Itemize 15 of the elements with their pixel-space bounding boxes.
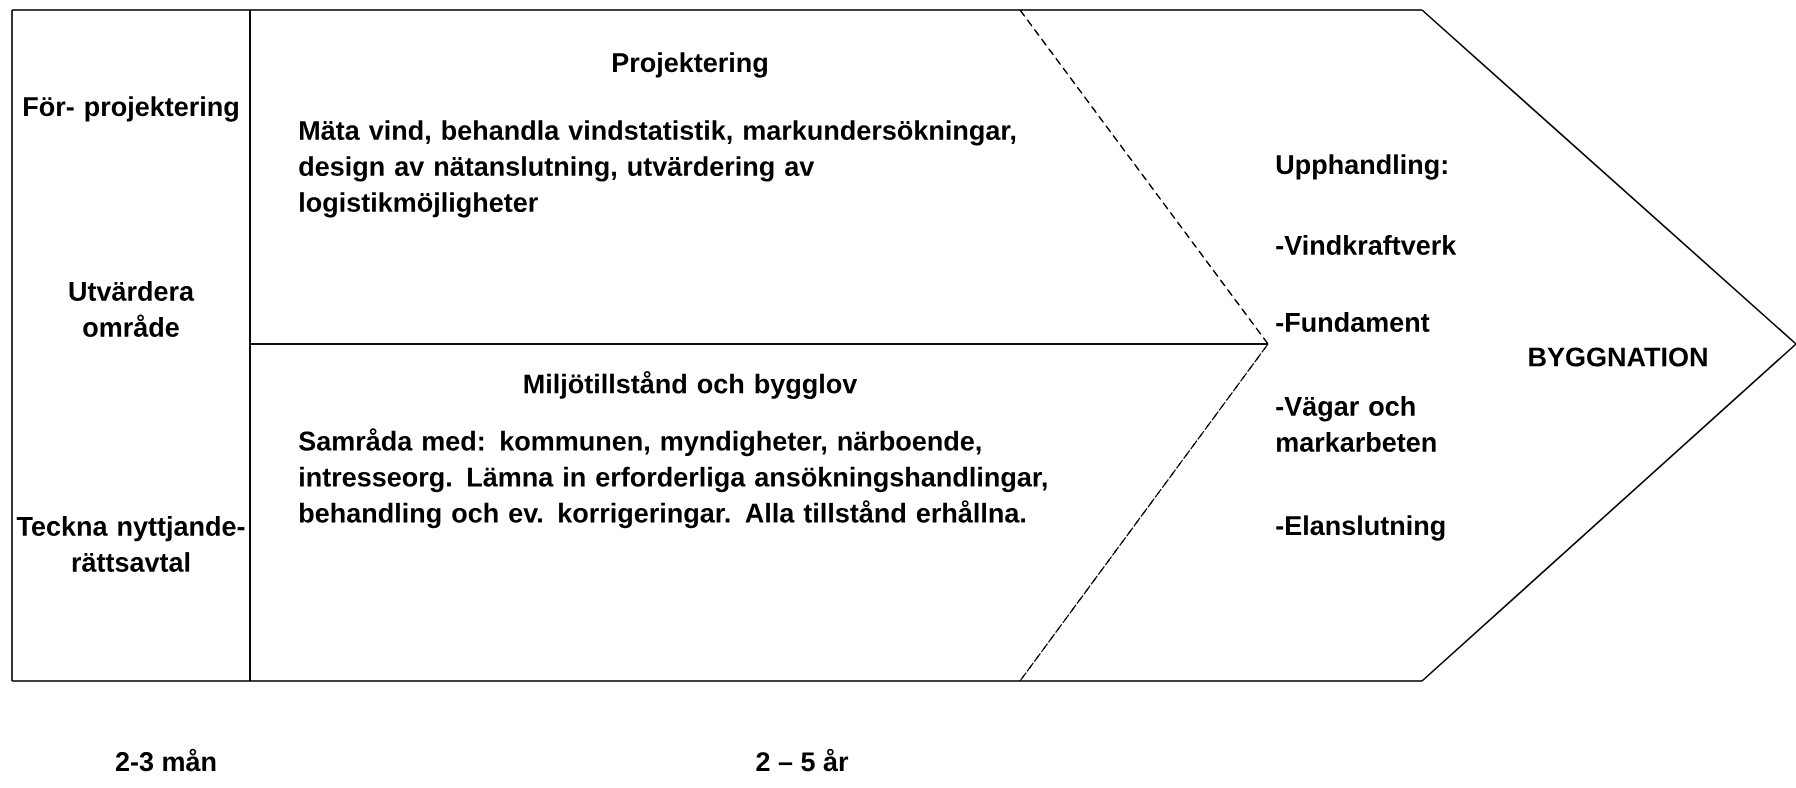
list-heading: Upphandling: [1276,154,1447,180]
list-item: -Vindkraftverk [1276,235,1457,255]
phase-label: Utvärdera område [69,281,195,337]
list-item: -Vägar och markarbeten [1276,396,1436,452]
list-item: -Fundament [1276,312,1430,332]
box-heading: Miljötillstånd och bygglov [524,371,858,399]
box-body: Samråda med: kommunen, myndigheter, närboende, intresseorg. Lämna in erforderliga ansökningshandlingar, behandling och ev. korrigeringar. Alla tillstånd erhållna. [299,428,1047,529]
phase-label: Teckna nyttjande- rättsavtal [16,516,245,572]
list-item: -Elanslutning [1276,515,1445,541]
box-heading: Projektering [613,52,767,78]
phase-label: För- projektering [24,96,238,122]
duration-label: 2 – 5 år [756,748,849,772]
chevron-label: BYGGNATION [1529,347,1707,367]
duration-label: 2-3 mån [115,748,216,772]
box-body: Mäta vind, behandla vindstatistik, markundersökningar, design av nätanslutning, utvärdering av logistikmöjligheter [299,120,1016,218]
